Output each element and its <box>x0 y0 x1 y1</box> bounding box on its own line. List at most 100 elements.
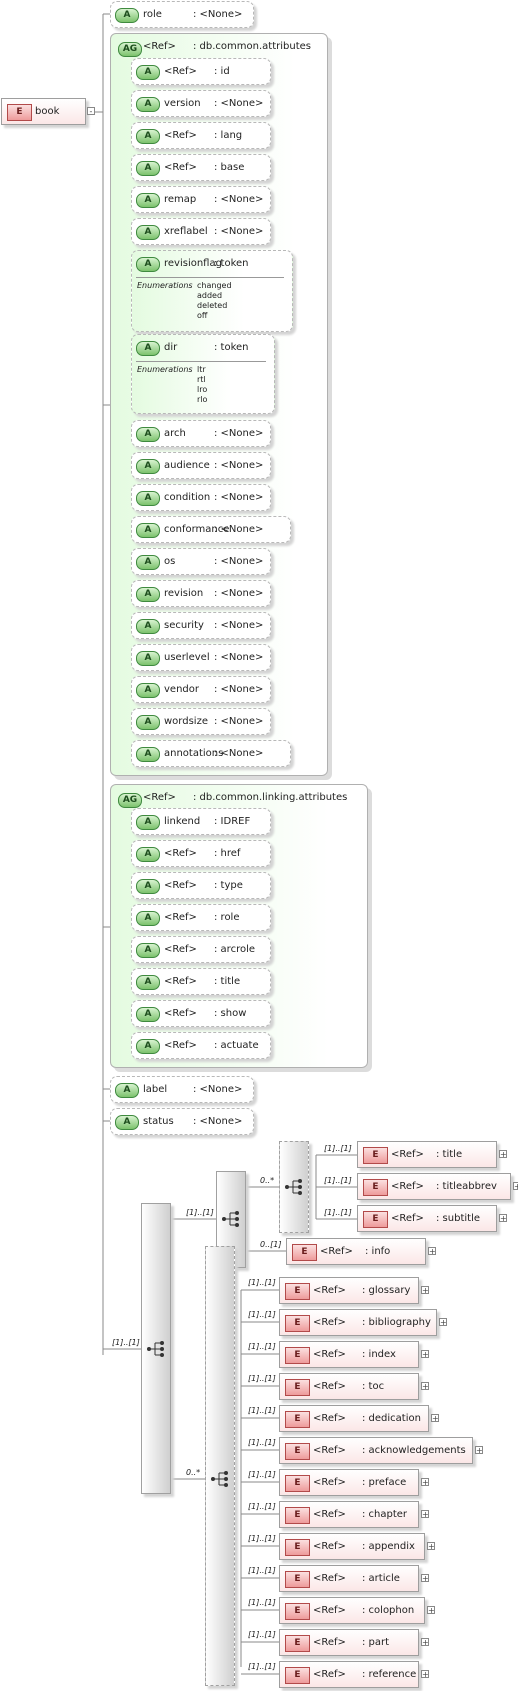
attribute-type: : <None> <box>193 1116 243 1127</box>
collapse-toggle[interactable]: - <box>87 107 95 116</box>
attribute-linking-1[interactable]: A<Ref>: href <box>131 840 271 867</box>
element-body-2[interactable]: E<Ref>: index <box>279 1341 419 1368</box>
attribute-name: <Ref> <box>164 130 197 141</box>
attribute-linking-7[interactable]: A<Ref>: actuate <box>131 1032 271 1059</box>
expand-toggle[interactable]: + <box>439 1318 447 1327</box>
expand-toggle[interactable]: + <box>499 1214 507 1223</box>
expand-toggle[interactable]: + <box>421 1350 429 1359</box>
attribute-type: : type <box>214 880 243 891</box>
element-body-5[interactable]: E<Ref>: acknowledgements <box>279 1437 473 1464</box>
expand-toggle[interactable]: + <box>513 1182 518 1191</box>
attribute-type: : <None> <box>214 716 264 727</box>
element-body-0[interactable]: E<Ref>: glossary <box>279 1277 419 1304</box>
element-type: : dedication <box>362 1413 421 1424</box>
element-badge: E <box>285 1507 310 1524</box>
attribute-linking-6[interactable]: A<Ref>: show <box>131 1000 271 1027</box>
element-title-1[interactable]: E<Ref>: titleabbrev <box>357 1173 511 1200</box>
expand-toggle[interactable]: + <box>421 1478 429 1487</box>
element-title-2[interactable]: E<Ref>: subtitle <box>357 1205 497 1232</box>
element-body-10[interactable]: E<Ref>: colophon <box>279 1597 425 1624</box>
cardinality-label: [1]..[1] <box>248 1374 276 1383</box>
choice-body[interactable] <box>205 1246 235 1686</box>
group-ref: <Ref> <box>143 41 176 52</box>
attribute-badge: A <box>136 747 160 762</box>
element-body-12[interactable]: E<Ref>: reference <box>279 1661 419 1688</box>
attribute-type: : <None> <box>193 1084 243 1095</box>
cardinality-label: [1]..[1] <box>248 1310 276 1319</box>
element-title-0[interactable]: E<Ref>: title <box>357 1141 497 1168</box>
element-type: : appendix <box>362 1541 415 1552</box>
attribute-linking-2[interactable]: A<Ref>: type <box>131 872 271 899</box>
element-body-4[interactable]: E<Ref>: dedication <box>279 1405 429 1432</box>
expand-toggle[interactable]: + <box>421 1670 429 1679</box>
element-body-11[interactable]: E<Ref>: part <box>279 1629 419 1656</box>
expand-toggle[interactable]: + <box>499 1150 507 1159</box>
attribute-linking-3[interactable]: A<Ref>: role <box>131 904 271 931</box>
expand-toggle[interactable]: + <box>421 1510 429 1519</box>
element-body-8[interactable]: E<Ref>: appendix <box>279 1533 425 1560</box>
cardinality-label: [1]..[1] <box>324 1176 352 1185</box>
sequence-icon <box>147 1341 164 1357</box>
attribute-role[interactable]: A role : <None> <box>110 1 254 28</box>
attribute-name: conformance <box>164 524 230 535</box>
expand-toggle[interactable]: + <box>427 1542 435 1551</box>
cardinality-label: [1]..[1] <box>248 1534 276 1543</box>
element-body-9[interactable]: E<Ref>: article <box>279 1565 419 1592</box>
attribute-badge: A <box>115 1083 139 1098</box>
attribute-common-0[interactable]: A<Ref>: id <box>131 58 271 85</box>
expand-toggle[interactable]: + <box>427 1606 435 1615</box>
element-info[interactable]: E<Ref>: info <box>286 1238 426 1265</box>
enumeration-separator <box>136 277 284 278</box>
element-body-6[interactable]: E<Ref>: preface <box>279 1469 419 1496</box>
attribute-linking-4[interactable]: A<Ref>: arcrole <box>131 936 271 963</box>
element-body-7[interactable]: E<Ref>: chapter <box>279 1501 419 1528</box>
expand-toggle[interactable]: + <box>421 1382 429 1391</box>
attribute-name: status <box>143 1116 174 1127</box>
attribute-name: role <box>143 9 162 20</box>
attribute-common-3[interactable]: A<Ref>: base <box>131 154 271 181</box>
attribute-common-2[interactable]: A<Ref>: lang <box>131 122 271 149</box>
cardinality-label: [1]..[1] <box>112 1338 140 1347</box>
expand-toggle[interactable]: + <box>475 1446 483 1455</box>
attribute-badge: A <box>136 715 160 730</box>
expand-toggle[interactable]: + <box>421 1574 429 1583</box>
attribute-name: <Ref> <box>164 912 197 923</box>
attribute-type: : <None> <box>214 194 264 205</box>
expand-toggle[interactable]: + <box>421 1286 429 1295</box>
expand-toggle[interactable]: + <box>431 1414 439 1423</box>
enumeration-label: Enumerations <box>137 281 193 290</box>
element-name: <Ref> <box>391 1181 424 1192</box>
expand-toggle[interactable]: + <box>421 1638 429 1647</box>
element-body-1[interactable]: E<Ref>: bibliography <box>279 1309 437 1336</box>
attribute-name: <Ref> <box>164 1008 197 1019</box>
expand-toggle[interactable]: + <box>428 1247 436 1256</box>
attribute-badge: A <box>136 847 160 862</box>
element-name: <Ref> <box>313 1573 346 1584</box>
root-element-book[interactable]: E book <box>1 98 86 125</box>
attribute-type: : id <box>214 66 230 77</box>
attribute-badge: A <box>136 97 160 112</box>
attribute-linking-5[interactable]: A<Ref>: title <box>131 968 271 995</box>
element-body-3[interactable]: E<Ref>: toc <box>279 1373 419 1400</box>
